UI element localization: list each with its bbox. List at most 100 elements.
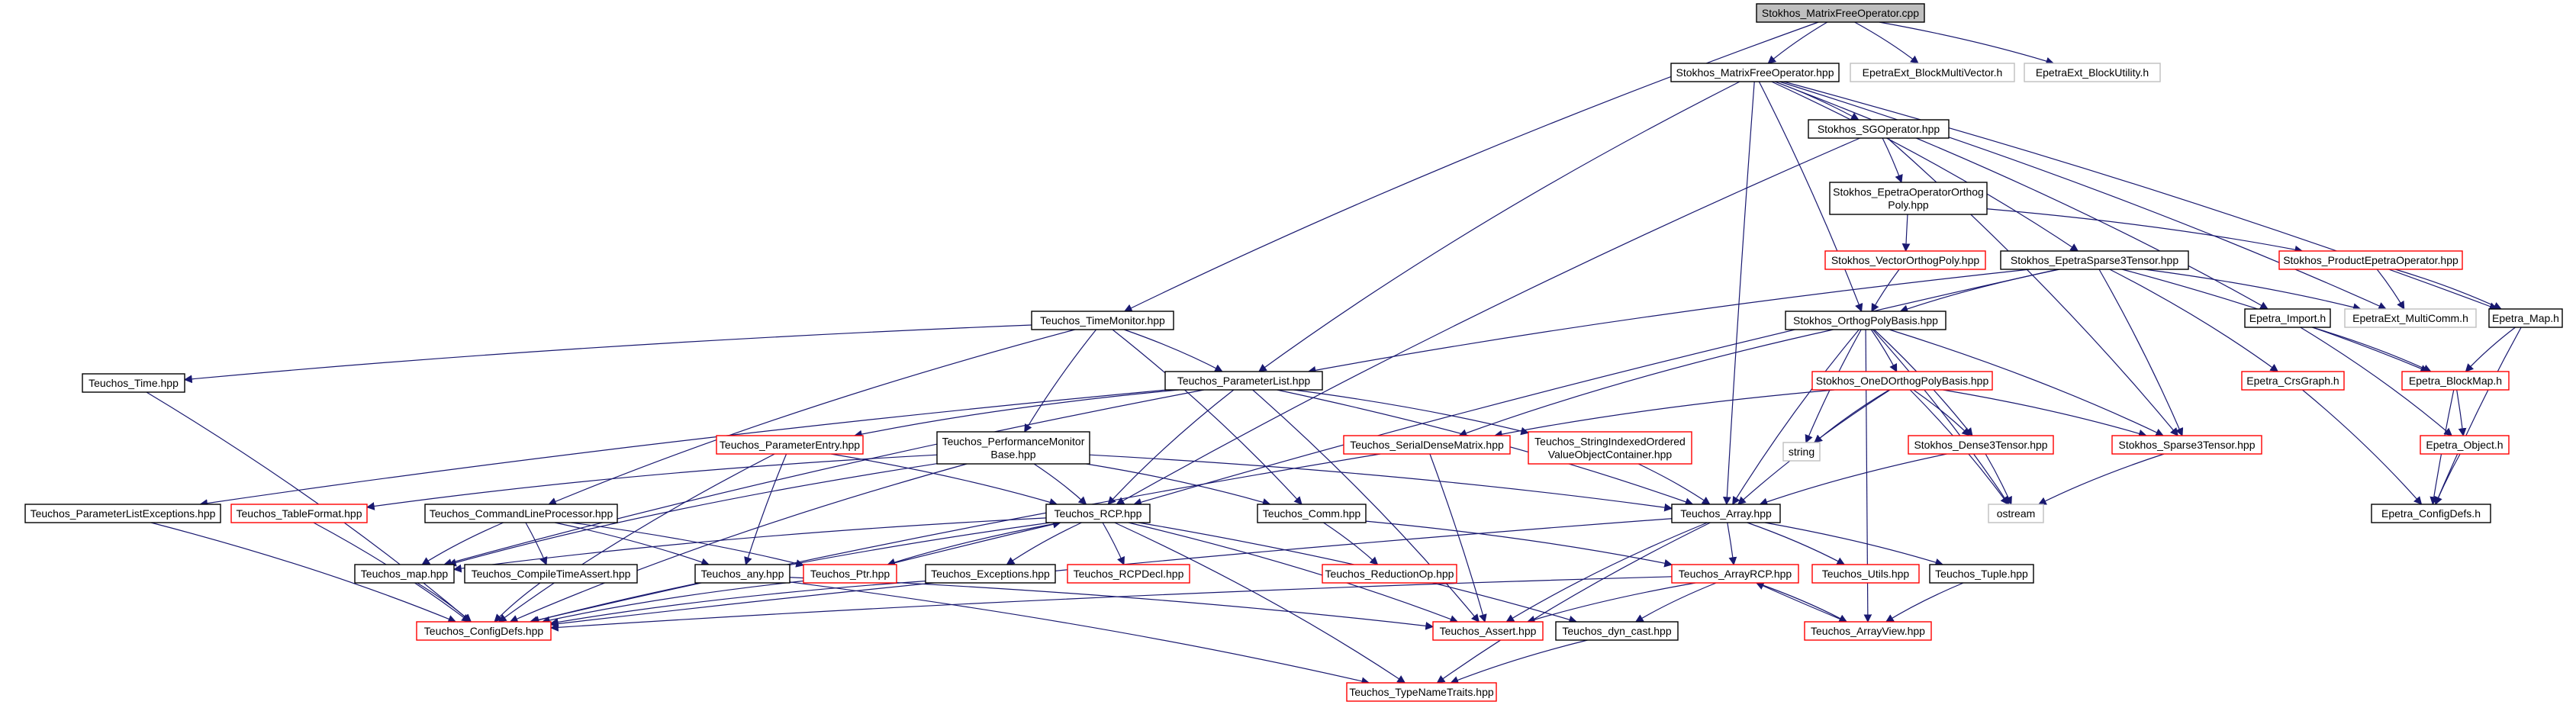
node-box bbox=[2401, 371, 2510, 391]
node-box bbox=[1785, 311, 1946, 330]
node-crs-graph[interactable]: Epetra_CrsGraph.h bbox=[2241, 371, 2345, 391]
node-parameter-entry[interactable]: Teuchos_ParameterEntry.hpp bbox=[716, 435, 864, 455]
node-vector-orthog[interactable]: Stokhos_VectorOrthogPoly.hpp bbox=[1824, 250, 1986, 270]
edge-rcp-to-map bbox=[452, 517, 1047, 573]
node-block-map[interactable]: Epetra_BlockMap.h bbox=[2401, 371, 2510, 391]
node-epetra-map[interactable]: Epetra_Map.h bbox=[2488, 308, 2563, 328]
node-label: Stokhos_MatrixFreeOperator.hpp bbox=[1676, 66, 1834, 79]
node-orthog-poly-basis[interactable]: Stokhos_OrthogPolyBasis.hpp bbox=[1785, 311, 1946, 330]
node-map[interactable]: Teuchos_map.hpp bbox=[354, 564, 455, 584]
node-dyn-cast[interactable]: Teuchos_dyn_cast.hpp bbox=[1555, 621, 1679, 641]
node-array[interactable]: Teuchos_Array.hpp bbox=[1671, 504, 1781, 523]
edge-param-list-exceptions-to-configdefs bbox=[150, 522, 457, 623]
node-label: EpetraExt_BlockUtility.h bbox=[2036, 66, 2149, 79]
edge-matrix-free-hpp-to-orthog-poly-basis bbox=[1758, 81, 1863, 313]
edge-compile-time-assert-to-configdefs bbox=[494, 582, 541, 623]
node-cmdline-processor[interactable]: Teuchos_CommandLineProcessor.hpp bbox=[424, 504, 618, 523]
node-one-d-orthog[interactable]: Stokhos_OneDOrthogPolyBasis.hpp bbox=[1811, 371, 1993, 391]
node-string-node[interactable]: string bbox=[1782, 442, 1821, 462]
node-label: Stokhos_EpetraOperatorOrthog bbox=[1833, 186, 1984, 198]
edge-time-monitor-to-teuchos-time bbox=[183, 324, 1032, 384]
node-time-monitor[interactable]: Teuchos_TimeMonitor.hpp bbox=[1031, 311, 1174, 330]
edge-array-to-array-rcp bbox=[1727, 522, 1737, 566]
node-tuple[interactable]: Teuchos_Tuple.hpp bbox=[1929, 564, 2034, 584]
edge-array-to-utils bbox=[1747, 522, 1846, 565]
node-block-utility[interactable]: EpetraExt_BlockUtility.h bbox=[2024, 63, 2161, 82]
node-compile-time-assert[interactable]: Teuchos_CompileTimeAssert.hpp bbox=[464, 564, 638, 584]
edge-epetra-import-to-block-map bbox=[2312, 327, 2432, 372]
node-string-indexed[interactable]: Teuchos_StringIndexedOrderedValueObjectC… bbox=[1528, 431, 1692, 465]
node-parameter-list[interactable]: Teuchos_ParameterList.hpp bbox=[1164, 371, 1323, 391]
node-sg-operator[interactable]: Stokhos_SGOperator.hpp bbox=[1808, 119, 1950, 139]
edge-comm-to-reduction-op bbox=[1323, 522, 1379, 565]
edge-sg-operator-to-epetra-op-orthog bbox=[1882, 137, 1903, 184]
node-box bbox=[2278, 250, 2463, 270]
node-matrix-free-hpp[interactable]: Stokhos_MatrixFreeOperator.hpp bbox=[1670, 63, 1840, 82]
edge-crs-graph-to-epetra-configdefs bbox=[2302, 389, 2423, 505]
node-label: Teuchos_ArrayRCP.hpp bbox=[1679, 568, 1792, 580]
node-array-view[interactable]: Teuchos_ArrayView.hpp bbox=[1804, 621, 1932, 641]
node-ptr[interactable]: Teuchos_Ptr.hpp bbox=[803, 564, 897, 584]
node-rcp-decl[interactable]: Teuchos_RCPDecl.hpp bbox=[1067, 564, 1190, 584]
node-label: Stokhos_Sparse3Tensor.hpp bbox=[2118, 439, 2255, 451]
edge-dyn-cast-to-type-name-traits bbox=[1450, 639, 1588, 684]
node-serial-dense[interactable]: Teuchos_SerialDenseMatrix.hpp bbox=[1343, 435, 1511, 455]
node-label: Stokhos_ProductEpetraOperator.hpp bbox=[2283, 254, 2458, 266]
node-type-name-traits[interactable]: Teuchos_TypeNameTraits.hpp bbox=[1346, 682, 1497, 702]
edge-array-rcp-to-configdefs bbox=[549, 576, 1673, 632]
node-utils[interactable]: Teuchos_Utils.hpp bbox=[1811, 564, 1920, 584]
node-sparse3[interactable]: Stokhos_Sparse3Tensor.hpp bbox=[2111, 435, 2262, 455]
edge-array-rcp-to-assert bbox=[1526, 582, 1696, 624]
node-multi-comm[interactable]: EpetraExt_MultiComm.h bbox=[2344, 308, 2477, 328]
node-label: Teuchos_RCPDecl.hpp bbox=[1074, 568, 1184, 580]
node-block-multivector[interactable]: EpetraExt_BlockMultiVector.h bbox=[1850, 63, 2015, 82]
edge-tuple-to-array-view bbox=[1885, 582, 1964, 623]
node-label: Teuchos_Exceptions.hpp bbox=[931, 568, 1050, 580]
node-epetra-import[interactable]: Epetra_Import.h bbox=[2244, 308, 2331, 328]
node-configdefs[interactable]: Teuchos_ConfigDefs.hpp bbox=[416, 621, 552, 641]
node-array-rcp[interactable]: Teuchos_ArrayRCP.hpp bbox=[1671, 564, 1799, 584]
node-box bbox=[694, 564, 791, 584]
edge-epetra-sparse3-to-rcp bbox=[1133, 269, 2059, 507]
node-rcp[interactable]: Teuchos_RCP.hpp bbox=[1045, 504, 1151, 523]
node-matrix-free-cpp[interactable]: Stokhos_MatrixFreeOperator.cpp bbox=[1756, 3, 1925, 23]
node-dense3[interactable]: Stokhos_Dense3Tensor.hpp bbox=[1908, 435, 2054, 455]
edge-orthog-poly-basis-to-one-d-orthog bbox=[1870, 329, 1898, 372]
node-box bbox=[1322, 564, 1457, 584]
node-label: Teuchos_RCP.hpp bbox=[1055, 507, 1142, 520]
node-product-epetra-op[interactable]: Stokhos_ProductEpetraOperator.hpp bbox=[2278, 250, 2463, 270]
node-teuchos-time[interactable]: Teuchos_Time.hpp bbox=[82, 373, 185, 393]
node-epetra-configdefs[interactable]: Epetra_ConfigDefs.h bbox=[2371, 504, 2491, 523]
edge-matrix-free-cpp-to-time-monitor bbox=[1123, 21, 1819, 312]
node-label: Teuchos_ReductionOp.hpp bbox=[1325, 568, 1454, 580]
node-label: Poly.hpp bbox=[1888, 199, 1929, 211]
node-box bbox=[803, 564, 897, 584]
node-box bbox=[464, 564, 638, 584]
node-box bbox=[2244, 308, 2331, 328]
node-ostream[interactable]: ostream bbox=[1988, 504, 2044, 523]
edge-serial-dense-to-assert bbox=[1429, 453, 1487, 623]
node-box bbox=[1829, 182, 1988, 215]
edge-matrix-free-hpp-to-epetra-sparse3 bbox=[1771, 81, 2079, 252]
node-table-format[interactable]: Teuchos_TableFormat.hpp bbox=[230, 504, 368, 523]
node-epetra-sparse3[interactable]: Stokhos_EpetraSparse3Tensor.hpp bbox=[2000, 250, 2189, 270]
node-epetra-object[interactable]: Epetra_Object.h bbox=[2420, 435, 2510, 455]
node-any[interactable]: Teuchos_any.hpp bbox=[694, 564, 791, 584]
node-label: ostream bbox=[1997, 507, 2036, 520]
node-comm[interactable]: Teuchos_Comm.hpp bbox=[1257, 504, 1367, 523]
node-box bbox=[2420, 435, 2510, 455]
node-label: Teuchos_Utils.hpp bbox=[1822, 568, 1910, 580]
node-param-list-exceptions[interactable]: Teuchos_ParameterListExceptions.hpp bbox=[24, 504, 221, 523]
edge-orthog-poly-basis-to-sparse3 bbox=[1889, 329, 2164, 436]
node-box bbox=[1811, 371, 1993, 391]
node-exceptions[interactable]: Teuchos_Exceptions.hpp bbox=[925, 564, 1056, 584]
edge-parameter-list-to-rcp bbox=[1107, 389, 1235, 505]
node-reduction-op[interactable]: Teuchos_ReductionOp.hpp bbox=[1322, 564, 1457, 584]
node-label: Teuchos_TypeNameTraits.hpp bbox=[1349, 686, 1494, 698]
node-box bbox=[230, 504, 368, 523]
edge-exceptions-to-configdefs bbox=[549, 581, 926, 626]
edge-one-d-orthog-to-dense3 bbox=[1913, 389, 1971, 436]
node-assert[interactable]: Teuchos_Assert.hpp bbox=[1432, 621, 1544, 641]
